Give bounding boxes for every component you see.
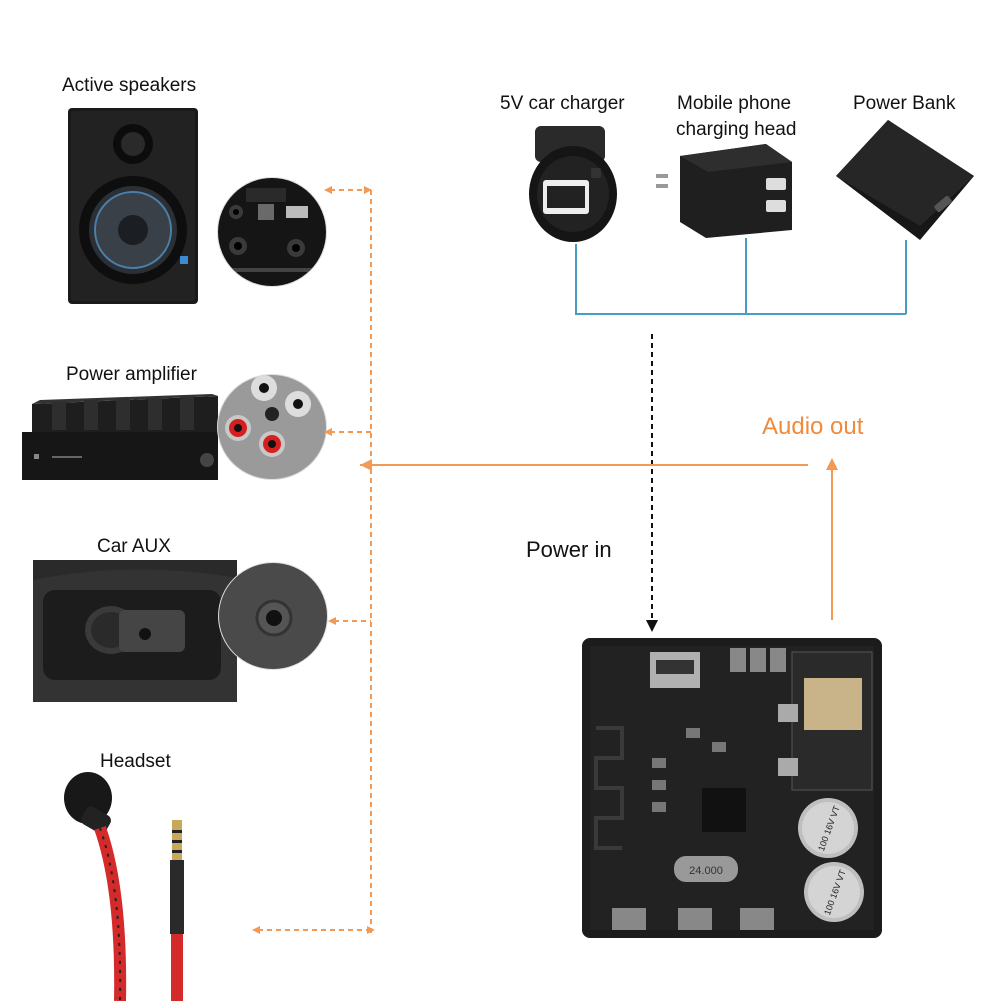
audio-out-arrowhead-up (826, 458, 838, 470)
aux-jack-closeup-image (218, 562, 328, 670)
audio-out-lines (360, 464, 833, 620)
bluetooth-audio-board-image: 24.000 100 16V VT 100 16V VT (582, 638, 882, 938)
phone-charging-head-image (656, 144, 796, 238)
label-active-speakers: Active speakers (62, 75, 197, 96)
audio-distribution-lines (258, 189, 372, 934)
power-in-arrowhead (646, 620, 658, 632)
label-phone-head-2: charging head (676, 119, 797, 140)
label-headset: Headset (100, 751, 171, 772)
label-car-charger: 5V car charger (500, 93, 625, 114)
power-amplifier-image (22, 394, 222, 486)
power-bus-lines (575, 238, 907, 315)
car-aux-image (33, 560, 237, 702)
label-car-aux: Car AUX (97, 536, 171, 557)
car-charger-image (525, 122, 621, 246)
label-phone-head-1: Mobile phone (677, 93, 792, 114)
power-bank-image (834, 118, 976, 242)
crystal-marking: 24.000 (689, 865, 723, 877)
headset-image (60, 770, 200, 1002)
rca-jacks-panel-image (216, 374, 328, 480)
label-power-bank: Power Bank (853, 93, 956, 114)
audio-out-arrowhead-left (360, 459, 372, 471)
active-speaker-image (68, 108, 198, 304)
label-audio-out: Audio out (762, 413, 864, 440)
label-power-amplifier: Power amplifier (66, 364, 197, 385)
speaker-jack-panel-image (216, 176, 328, 288)
audio-distribution-arrowheads (252, 186, 375, 934)
label-power-in: Power in (526, 537, 612, 562)
